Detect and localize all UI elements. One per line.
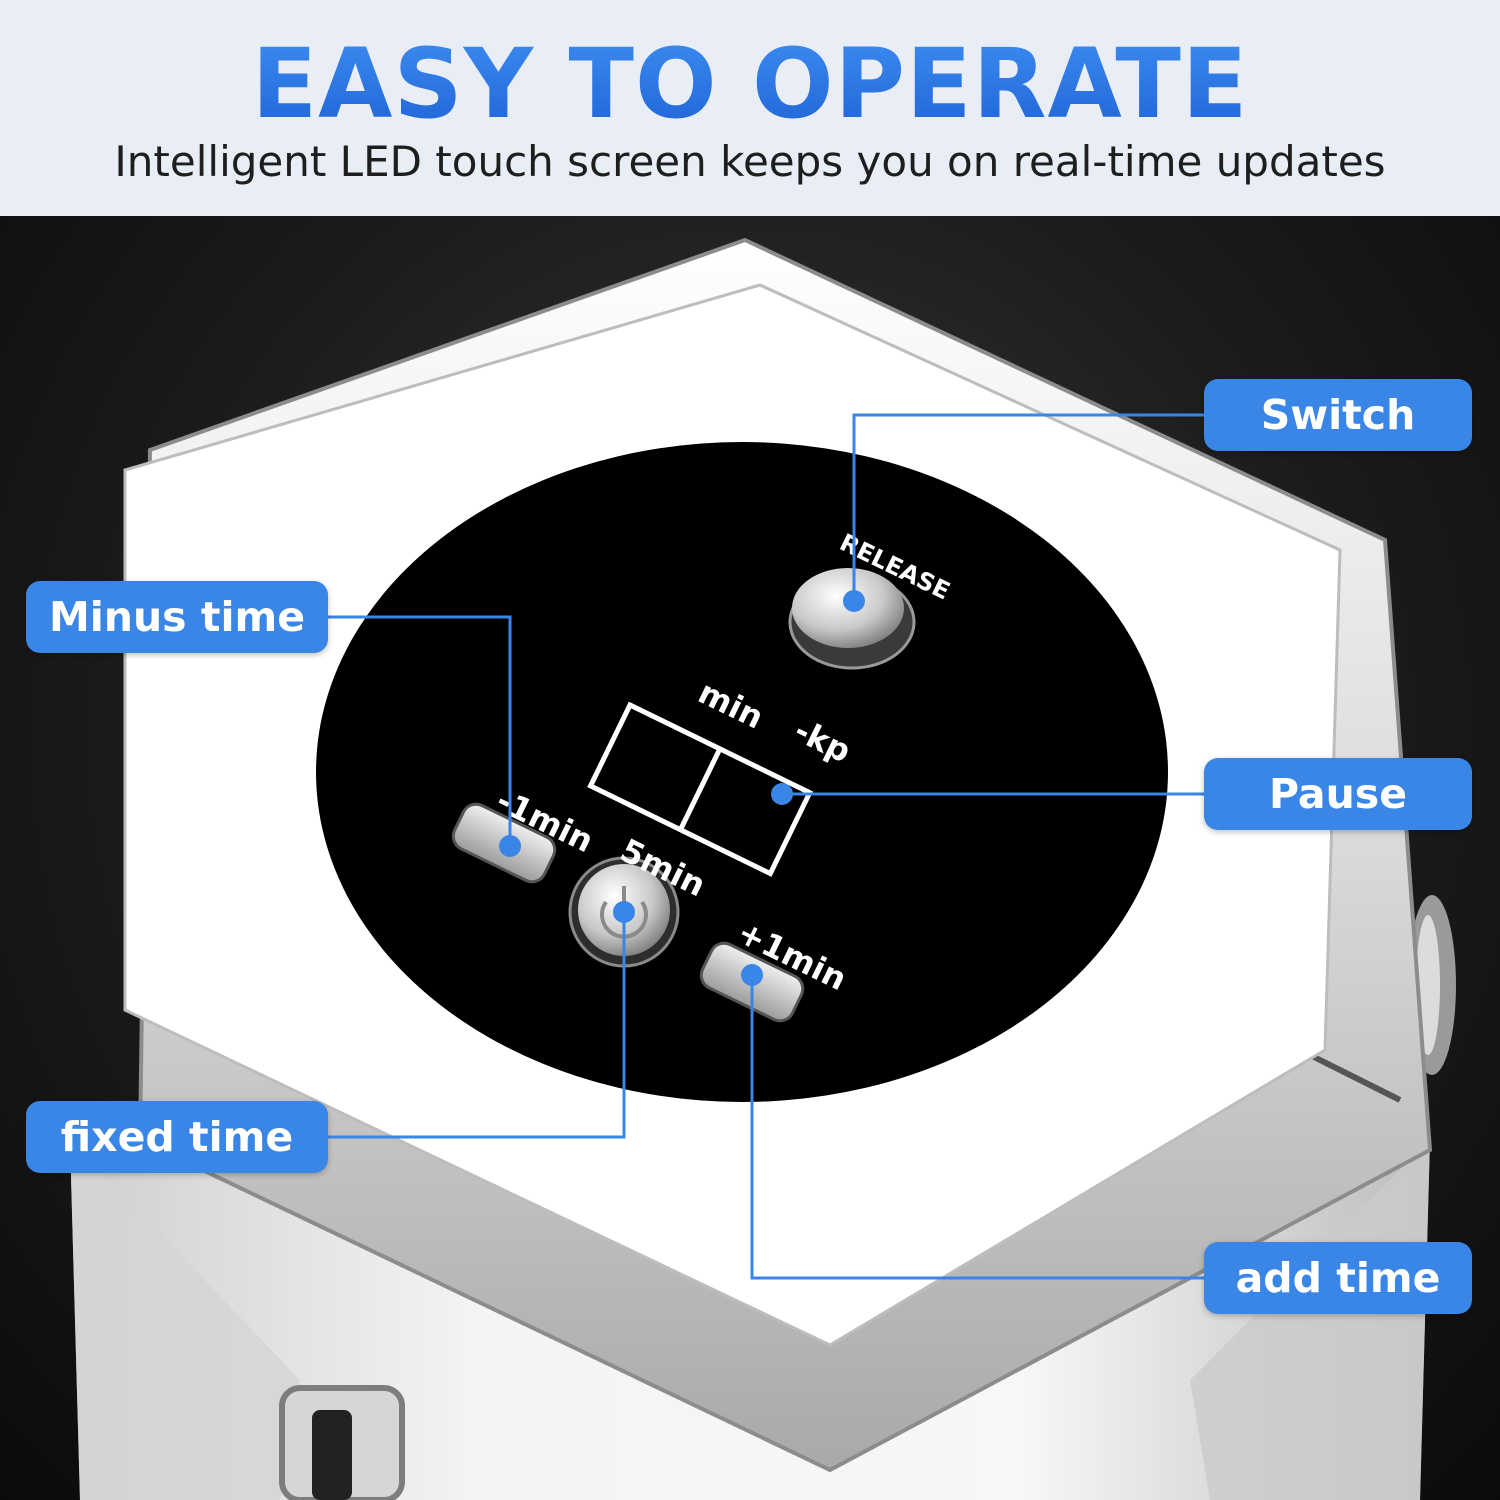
callout-add-time: add time bbox=[1204, 1242, 1472, 1314]
body-shadow-right bbox=[1190, 1140, 1430, 1500]
callout-pause: Pause bbox=[1204, 758, 1472, 830]
callout-minus-time: Minus time bbox=[26, 581, 328, 653]
latch-slot bbox=[312, 1410, 352, 1500]
led-display bbox=[587, 701, 814, 877]
headline: EASY TO OPERATE bbox=[0, 30, 1500, 138]
subheadline: Intelligent LED touch screen keeps you o… bbox=[114, 137, 1386, 186]
leader-lines bbox=[328, 413, 1204, 1280]
leader-dots bbox=[499, 590, 865, 986]
body-shadow-left bbox=[70, 1140, 300, 1500]
callout-switch: Switch bbox=[1204, 379, 1472, 451]
lid-groove-right bbox=[1298, 1047, 1402, 1103]
control-panel bbox=[316, 442, 1168, 1102]
header-banner: EASY TO OPERATE Intelligent LED touch sc… bbox=[0, 0, 1500, 216]
callout-fixed-time: fixed time bbox=[26, 1101, 328, 1173]
